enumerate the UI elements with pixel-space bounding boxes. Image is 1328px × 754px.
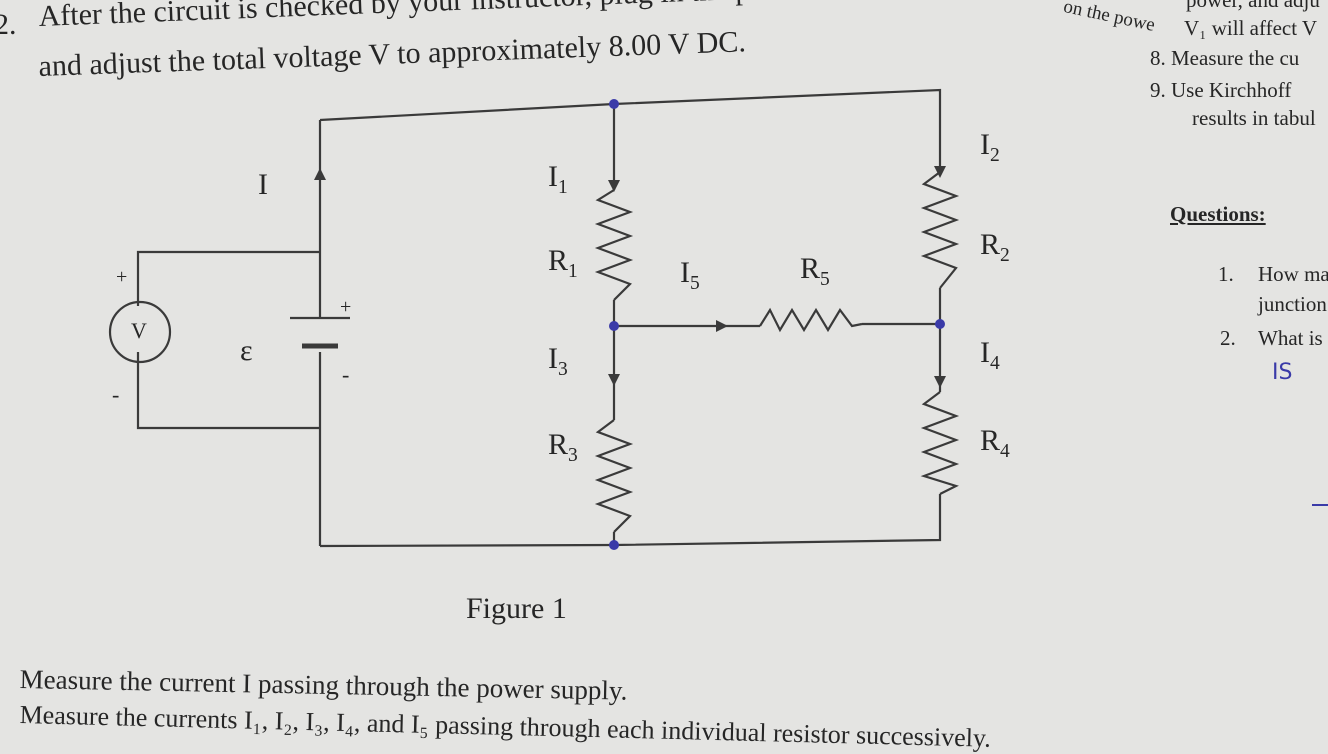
question-2-text: What is (1258, 326, 1323, 350)
label-current-i4: I4 (980, 336, 1000, 375)
junction-dot-mid-left (609, 321, 619, 331)
voltmeter-wire-bottom (136, 352, 320, 430)
label-current-i3-sub: 3 (558, 359, 568, 380)
question-1-line-1: How ma (1258, 262, 1328, 286)
resistor-r1-zigzag (594, 189, 634, 301)
label-resistor-r4-sub: 4 (1000, 441, 1010, 462)
questions-heading: Questions: (1170, 202, 1266, 226)
label-current-i1-text: I (548, 160, 558, 193)
voltmeter-circle (108, 300, 172, 364)
label-resistor-r2: R2 (980, 228, 1010, 267)
junction-dot-mid-right (935, 319, 945, 329)
side-line-top: power, and adju (1186, 0, 1320, 12)
junction-dot-top (609, 99, 619, 109)
label-current-i2: I2 (980, 128, 1000, 167)
label-resistor-r3: R3 (548, 428, 578, 467)
junction-dot-bottom (609, 540, 619, 550)
figure-caption: Figure 1 (466, 592, 567, 625)
label-resistor-r1-sub: 1 (568, 261, 578, 282)
resistor-r2-zigzag (920, 171, 960, 289)
label-voltmeter-minus: - (112, 382, 120, 407)
label-battery-minus: - (342, 362, 350, 387)
handwritten-note: IS (1272, 360, 1293, 385)
label-resistor-r5-text: R (800, 252, 821, 285)
label-current-i5-text: I (680, 256, 690, 289)
side-v1-line: V₁ will affect V (1184, 16, 1318, 40)
label-current-i3: I3 (548, 342, 568, 381)
label-resistor-r3-text: R (548, 428, 569, 461)
label-resistor-r5: R5 (800, 252, 830, 291)
resistor-r4-zigzag (920, 391, 960, 495)
label-resistor-r2-sub: 2 (1000, 245, 1010, 266)
arrow-i3 (608, 374, 620, 386)
label-voltmeter-plus: + (116, 266, 128, 288)
resistor-r5-zigzag (759, 307, 863, 333)
arrow-i5 (716, 320, 728, 332)
question-2-number: 2. (1220, 326, 1236, 350)
label-current-i2-text: I (980, 128, 990, 161)
label-resistor-r2-text: R (980, 228, 1001, 261)
label-resistor-r4: R4 (980, 424, 1010, 463)
label-current-i3-text: I (548, 342, 558, 375)
step-number: 2. (0, 8, 17, 41)
label-current-i4-text: I (980, 336, 990, 369)
label-current-i4-sub: 4 (990, 353, 1000, 374)
label-resistor-r4-text: R (980, 424, 1001, 457)
question-1-line-2: junction (1258, 292, 1327, 316)
label-resistor-r5-sub: 5 (820, 269, 830, 290)
label-current-i5: I5 (680, 256, 700, 295)
wire-top (319, 88, 942, 128)
question-1-number: 1. (1218, 262, 1234, 286)
pen-mark (1312, 504, 1328, 506)
arrow-i2 (934, 166, 946, 178)
label-current-i2-sub: 2 (990, 145, 1000, 166)
side-step-9: 9. Use Kirchhoff (1150, 78, 1292, 102)
label-current-i1-sub: 1 (558, 177, 568, 198)
label-resistor-r1: R1 (548, 244, 578, 283)
resistor-r3-zigzag (594, 419, 634, 533)
label-current-i5-sub: 5 (690, 273, 700, 294)
side-step-8: 8. Measure the cu (1150, 46, 1300, 70)
arrow-i1 (608, 180, 620, 192)
label-current-total: I (258, 168, 268, 201)
label-battery-plus: + (340, 296, 352, 318)
side-step-9-cont: results in tabul (1192, 106, 1316, 130)
voltmeter-wire (136, 250, 320, 306)
arrow-i-total (314, 168, 326, 180)
label-emf: ε (240, 334, 253, 367)
wire-bottom (319, 502, 942, 548)
label-resistor-r1-text: R (548, 244, 569, 277)
arrow-i4 (934, 376, 946, 388)
label-current-i1: I1 (548, 160, 568, 199)
label-resistor-r3-sub: 3 (568, 445, 578, 466)
label-voltmeter: V (131, 318, 147, 343)
